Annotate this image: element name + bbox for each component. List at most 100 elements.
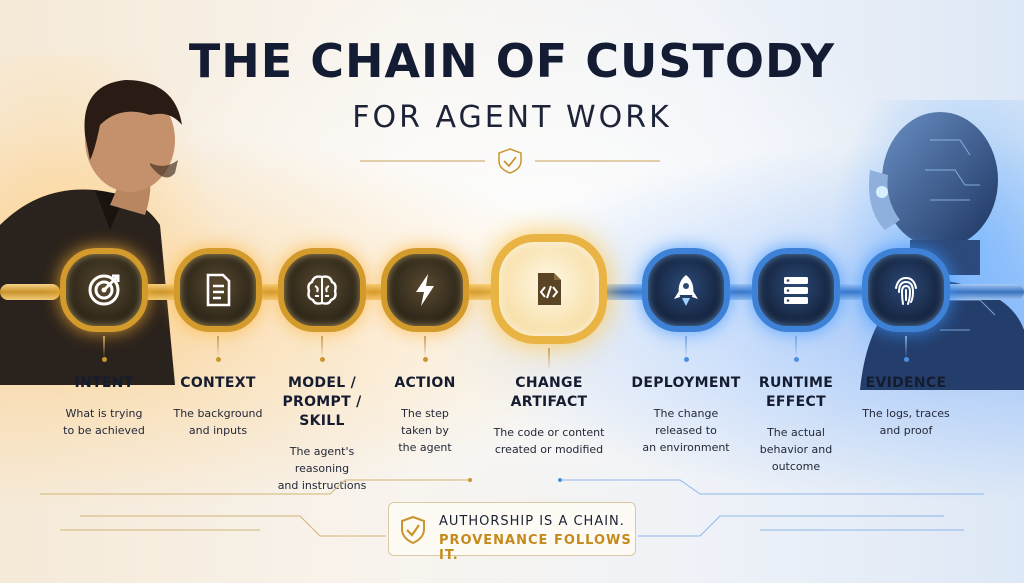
connector-dot bbox=[422, 357, 428, 362]
callout-line-1: AUTHORSHIP IS A CHAIN. bbox=[439, 514, 625, 529]
step-description-line: outcome bbox=[771, 460, 821, 473]
step-description-line: and instructions bbox=[277, 479, 367, 492]
step-description-line: reasoning bbox=[294, 462, 350, 475]
step-description: The background and inputs bbox=[154, 405, 282, 439]
lightning-icon bbox=[405, 270, 445, 310]
page-title: THE CHAIN OF CUSTODY bbox=[188, 34, 836, 88]
connector-dot bbox=[683, 357, 689, 362]
step-description-line: The step bbox=[401, 407, 449, 420]
shield-check-icon bbox=[401, 515, 425, 545]
step-title: CONTEXT bbox=[154, 374, 282, 393]
step-title-line: ARTIFACT bbox=[510, 394, 588, 410]
code-file-icon bbox=[529, 269, 569, 309]
chain-link-2 bbox=[278, 248, 366, 332]
step-description-line: created or modified bbox=[494, 443, 604, 456]
connector-tick bbox=[548, 348, 550, 370]
connector-tick bbox=[321, 336, 323, 358]
step-title: ACTION bbox=[361, 374, 489, 393]
chain-link-5 bbox=[642, 248, 730, 332]
connector-dot bbox=[319, 357, 325, 362]
step-description: The agent's reasoning and instructions bbox=[258, 443, 386, 494]
chain-link-7 bbox=[862, 248, 950, 332]
step-title-line: DEPLOYMENT bbox=[631, 375, 741, 391]
fingerprint-icon bbox=[886, 270, 926, 310]
step-title-line: CONTEXT bbox=[180, 375, 256, 391]
step-title-line: MODEL / bbox=[287, 375, 357, 391]
connector-dot bbox=[215, 357, 221, 362]
step-title: CHANGE ARTIFACT bbox=[485, 374, 613, 412]
step-description-line: an environment bbox=[642, 441, 730, 454]
step-5: DEPLOYMENT The change released to an enviro… bbox=[622, 374, 750, 456]
title-divider bbox=[360, 148, 660, 174]
step-description: The actual behavior and outcome bbox=[732, 424, 860, 475]
step-description-line: to be achieved bbox=[63, 424, 145, 437]
step-description-line: taken by bbox=[401, 424, 449, 437]
step-title-line: PROMPT / bbox=[282, 394, 362, 410]
step-description: The logs, traces and proof bbox=[842, 405, 970, 439]
step-description-line: The background bbox=[173, 407, 263, 420]
step-description-line: The agent's bbox=[289, 445, 355, 458]
connector-dot bbox=[793, 357, 799, 362]
chain-link-1 bbox=[174, 248, 262, 332]
rocket-icon bbox=[666, 270, 706, 310]
step-7: EVIDENCE The logs, traces and proof bbox=[842, 374, 970, 439]
chain-link-6 bbox=[752, 248, 840, 332]
connector-tick bbox=[103, 336, 105, 358]
step-description-line: The change bbox=[653, 407, 719, 420]
step-title-line: EFFECT bbox=[766, 394, 826, 410]
step-title-line: RUNTIME bbox=[758, 375, 834, 391]
step-description-line: The code or content bbox=[493, 426, 605, 439]
callout-line-2: PROVENANCE FOLLOWS IT. bbox=[439, 533, 632, 563]
connector-tick bbox=[685, 336, 687, 358]
chain-link-4 bbox=[491, 234, 607, 344]
step-3: ACTION The step taken by the agent bbox=[361, 374, 489, 456]
step-title: EVIDENCE bbox=[842, 374, 970, 393]
server-icon bbox=[776, 270, 816, 310]
chain-link-3 bbox=[381, 248, 469, 332]
step-description-line: What is trying bbox=[65, 407, 143, 420]
step-description: What is trying to be achieved bbox=[40, 405, 168, 439]
step-title-line: EVIDENCE bbox=[865, 375, 947, 391]
step-title: DEPLOYMENT bbox=[622, 374, 750, 393]
step-4: CHANGE ARTIFACT The code or content created… bbox=[485, 374, 613, 458]
step-description-line: and proof bbox=[879, 424, 933, 437]
robot-figure bbox=[830, 100, 1024, 390]
chain-link-0 bbox=[60, 248, 148, 332]
chain-connector-end bbox=[0, 284, 60, 300]
brain-icon bbox=[302, 270, 342, 310]
step-description: The change released to an environment bbox=[622, 405, 750, 456]
connector-dot bbox=[903, 357, 909, 362]
connector-tick bbox=[424, 336, 426, 358]
page-subtitle: FOR AGENT WORK bbox=[352, 100, 672, 135]
connector-dot bbox=[101, 357, 107, 362]
circuit-lines bbox=[40, 478, 984, 537]
step-description-line: the agent bbox=[398, 441, 452, 454]
step-description-line: The logs, traces bbox=[862, 407, 950, 420]
step-2: MODEL / PROMPT / SKILL The agent's reasoning… bbox=[258, 374, 386, 494]
shield-check-icon bbox=[498, 148, 522, 174]
step-title-line: ACTION bbox=[394, 375, 456, 391]
connector-tick bbox=[795, 336, 797, 358]
step-title-line: SKILL bbox=[299, 413, 345, 429]
step-title: RUNTIME EFFECT bbox=[732, 374, 860, 412]
step-title-line: CHANGE bbox=[515, 375, 583, 391]
step-title: INTENT bbox=[40, 374, 168, 393]
step-description: The code or content created or modified bbox=[485, 424, 613, 458]
step-description-line: and inputs bbox=[188, 424, 248, 437]
step-description-line: The actual bbox=[767, 426, 825, 439]
chain-connector-end bbox=[940, 284, 1024, 300]
step-0: INTENT What is trying to be achieved bbox=[40, 374, 168, 439]
step-description-line: released to bbox=[655, 424, 717, 437]
step-6: RUNTIME EFFECT The actual behavior and outco… bbox=[732, 374, 860, 475]
summary-callout: AUTHORSHIP IS A CHAIN. PROVENANCE FOLLOW… bbox=[388, 502, 636, 563]
step-description-line: behavior and bbox=[759, 443, 833, 456]
step-1: CONTEXT The background and inputs bbox=[154, 374, 282, 439]
target-icon bbox=[84, 270, 124, 310]
connector-tick bbox=[905, 336, 907, 358]
step-description: The step taken by the agent bbox=[361, 405, 489, 456]
connector-tick bbox=[217, 336, 219, 358]
step-title-line: INTENT bbox=[74, 375, 134, 391]
step-title: MODEL / PROMPT / SKILL bbox=[258, 374, 386, 431]
document-icon bbox=[198, 270, 238, 310]
